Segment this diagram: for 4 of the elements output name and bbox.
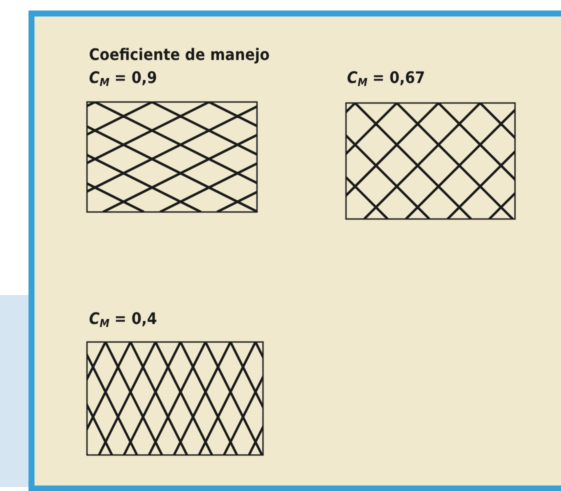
coefficient-label: C$_{M}$ = 0,9 bbox=[89, 68, 157, 89]
coefficient-label: C$_{M}$ = 0,67 bbox=[347, 68, 426, 89]
coefficient-label: C$_{M}$ = 0,4 bbox=[89, 309, 157, 330]
heading: Coeficiente de manejo bbox=[89, 45, 270, 64]
